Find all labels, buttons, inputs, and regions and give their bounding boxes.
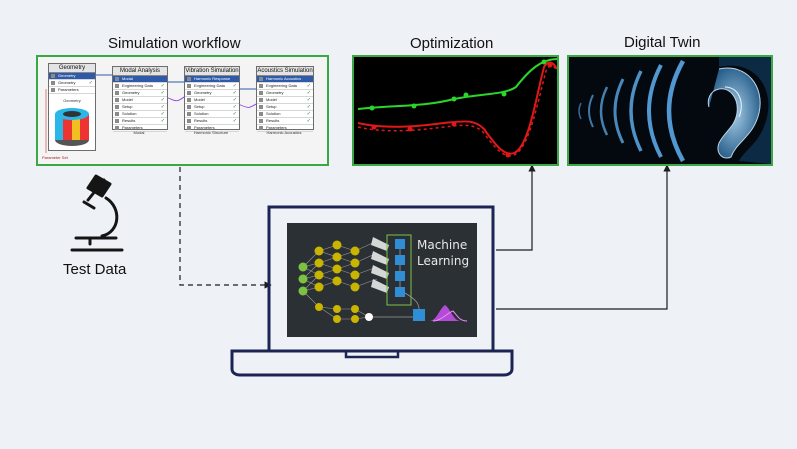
acoustics-simulation-box[interactable]: Acoustics Simulation Harmonic Acoustics …: [256, 66, 314, 132]
harmonic-acoustics-system-name: Harmonic Acoustics: [266, 130, 302, 135]
sensor-shapes: [371, 237, 389, 293]
workflow-row[interactable]: Geometry✓: [185, 90, 239, 97]
modal-analysis-header: Modal Analysis: [113, 67, 167, 76]
red-curve: [357, 61, 557, 155]
red-points: [371, 62, 553, 158]
workflow-to-ml-arrow: [179, 167, 272, 289]
workflow-row[interactable]: Modal: [113, 76, 167, 83]
output-node: [365, 313, 373, 321]
optimization-plot: [357, 58, 557, 158]
ml-label-line1: Machine: [417, 238, 468, 252]
workflow-row[interactable]: Setup✓: [113, 104, 167, 111]
optimization-panel: [352, 55, 559, 166]
ml-blue-blocks: [395, 239, 425, 321]
geometry-box[interactable]: Geometry Geometry Geometry✓ Parameters G…: [48, 63, 96, 151]
simulation-workflow-panel: Geometry Geometry Geometry✓ Parameters G…: [36, 55, 329, 166]
optimization-title: Optimization: [410, 35, 494, 52]
harmonic-structure-system-name: Harmonic Structure: [193, 130, 229, 135]
simulation-workflow-title: Simulation workflow: [108, 35, 241, 52]
parameter-set-label[interactable]: Parameter Set: [42, 155, 68, 160]
workflow-row[interactable]: Solution✓: [185, 111, 239, 118]
workflow-row[interactable]: Parameters: [185, 125, 239, 132]
ml-label-line2: Learning: [417, 254, 470, 268]
workflow-row[interactable]: Geometry✓: [257, 90, 313, 97]
ml-to-digital-twin-arrow: [496, 164, 671, 310]
check-icon: ✓: [88, 80, 93, 86]
laptop-icon: [230, 205, 514, 377]
digital-twin-title: Digital Twin: [624, 34, 701, 51]
vibration-simulation-box[interactable]: Vibration Simulation Harmonic Response E…: [184, 66, 240, 132]
workflow-links: [45, 74, 257, 153]
workflow-row[interactable]: Geometry✓: [113, 90, 167, 97]
workflow-row[interactable]: Engineering Data✓: [113, 83, 167, 90]
geometry-header: Geometry: [49, 64, 95, 73]
workflow-row[interactable]: Harmonic Acoustics: [257, 76, 313, 83]
workflow-row[interactable]: Engineering Data✓: [185, 83, 239, 90]
parameters-row[interactable]: Parameters: [49, 87, 95, 94]
test-data-label: Test Data: [63, 261, 127, 278]
machine-learning-screen: Machine Learning: [287, 223, 477, 337]
ear-icon: [707, 57, 771, 164]
green-curve: [357, 58, 557, 110]
red-dashed-curve: [357, 65, 557, 157]
geometry-row[interactable]: Geometry✓: [49, 80, 95, 87]
workflow-row[interactable]: Results✓: [113, 118, 167, 125]
acoustics-simulation-header: Acoustics Simulation: [257, 67, 313, 76]
workflow-row[interactable]: Model✓: [185, 97, 239, 104]
vibration-simulation-header: Vibration Simulation: [185, 67, 239, 76]
stator-model-image: [55, 108, 89, 146]
workflow-row[interactable]: Results✓: [185, 118, 239, 125]
modal-system-name: Modal: [133, 130, 145, 135]
workflow-row[interactable]: Solution✓: [257, 111, 313, 118]
digital-twin-panel: [567, 55, 773, 166]
workflow-row[interactable]: Solution✓: [113, 111, 167, 118]
workflow-row[interactable]: Engineering Data✓: [257, 83, 313, 90]
workflow-row[interactable]: Setup✓: [185, 104, 239, 111]
geometry-row[interactable]: Geometry: [49, 73, 95, 80]
neural-network-icon: [298, 234, 468, 323]
workflow-row[interactable]: Parameters: [113, 125, 167, 132]
workflow-row[interactable]: Model✓: [113, 97, 167, 104]
workflow-row[interactable]: Setup✓: [257, 104, 313, 111]
green-points: [369, 59, 547, 111]
workflow-row[interactable]: Harmonic Response: [185, 76, 239, 83]
sound-waves-ear-image: [578, 57, 771, 164]
geometry-footer: Geometry: [63, 98, 81, 103]
sound-waves: [578, 59, 685, 163]
workflow-row[interactable]: Parameters: [257, 125, 313, 132]
node-green-inputs: [298, 262, 308, 296]
node-yellow-layer: [314, 240, 360, 323]
workflow-row[interactable]: Model✓: [257, 97, 313, 104]
modal-analysis-box[interactable]: Modal Analysis Modal Engineering Data✓ G…: [112, 66, 168, 132]
microscope-icon: [70, 174, 124, 252]
workflow-row[interactable]: Results✓: [257, 118, 313, 125]
distribution-plot: [429, 305, 461, 321]
ml-to-optimization-arrow: [496, 164, 536, 251]
